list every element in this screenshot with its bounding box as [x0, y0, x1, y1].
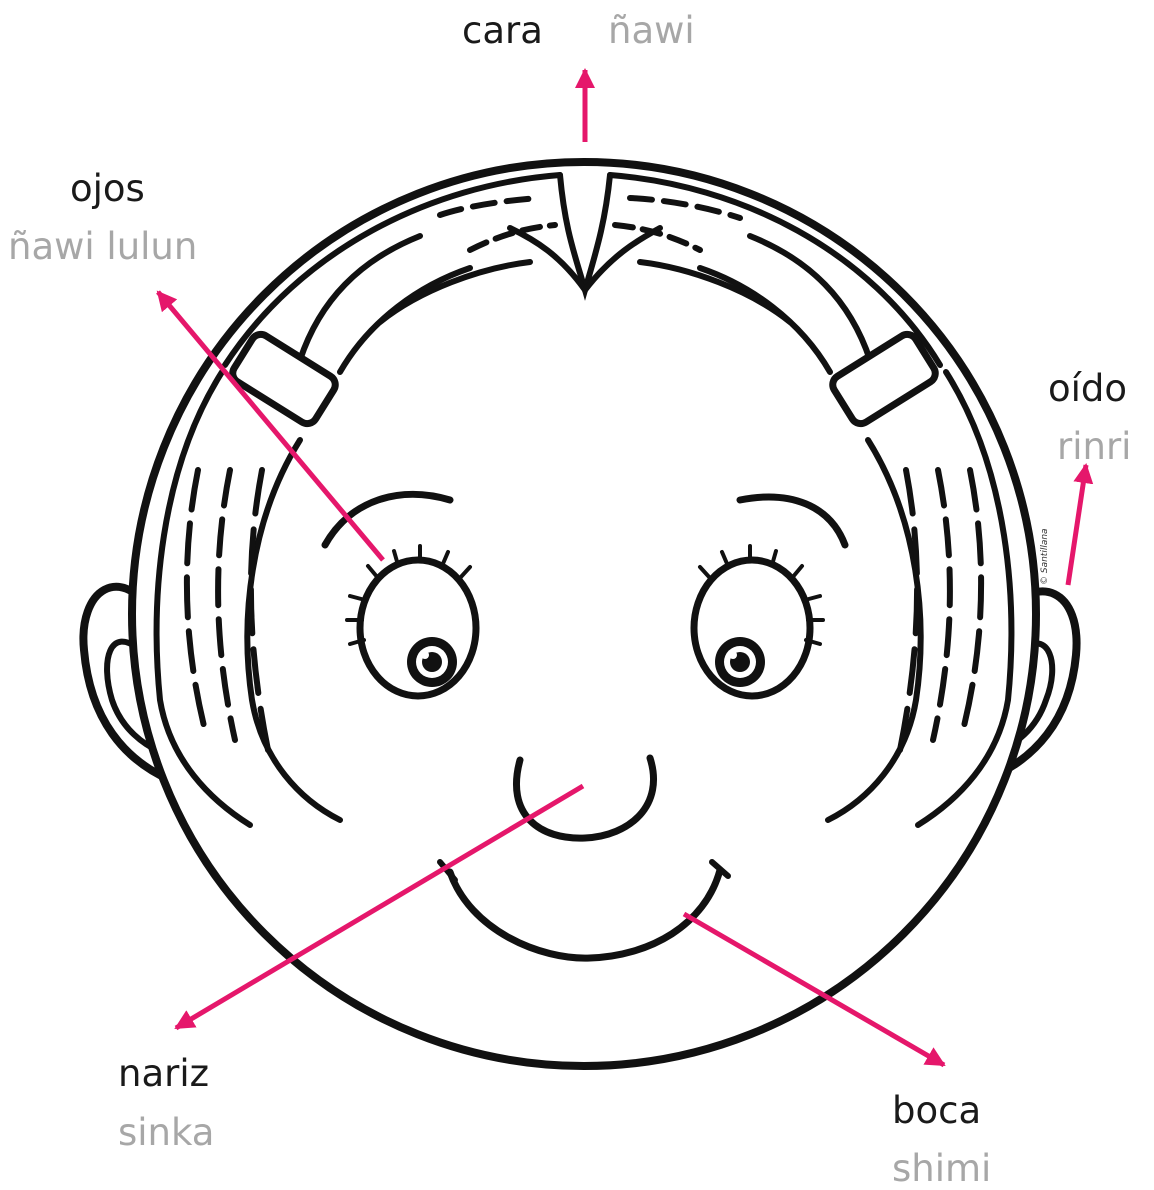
label-oido-native: rinri — [1057, 428, 1131, 465]
label-nariz: nariz — [118, 1055, 209, 1092]
label-cara: cara — [462, 12, 543, 49]
label-boca-native: shimi — [892, 1150, 991, 1187]
label-cara-native: ñawi — [608, 12, 695, 49]
label-oido: oído — [1048, 370, 1127, 407]
label-ojos: ojos — [70, 170, 145, 207]
label-ojos-native: ñawi lulun — [8, 228, 197, 265]
arrow-oido — [1068, 465, 1086, 585]
label-boca: boca — [892, 1092, 981, 1129]
label-nariz-native: sinka — [118, 1114, 214, 1151]
head-outline — [132, 162, 1036, 1066]
copyright-notice: © Santillana — [1040, 528, 1050, 585]
